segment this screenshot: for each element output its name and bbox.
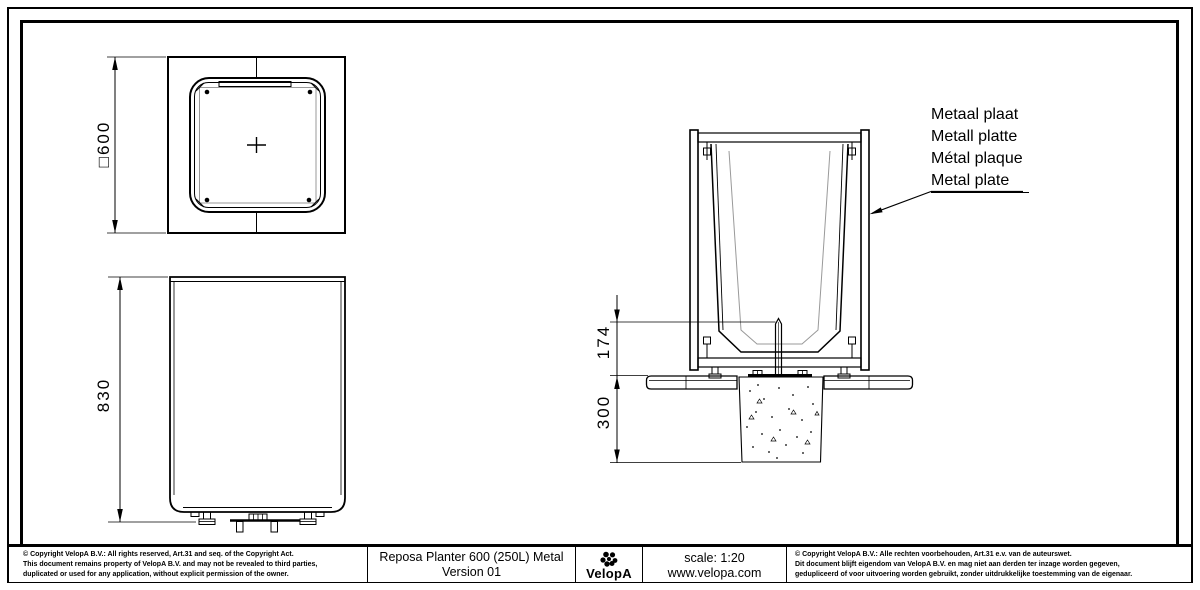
side-view-drawing (108, 276, 346, 533)
velopa-logo: VelopA (576, 547, 643, 582)
drawing-title-line1: Reposa Planter 600 (250L) Metal (379, 550, 564, 564)
copyright-notice-nl: © Copyright VelopA B.V.: Alle rechten vo… (787, 547, 1191, 582)
anchor-post (708, 317, 851, 379)
website-text: www.velopa.com (667, 566, 762, 580)
dimension-lines-174-300 (610, 295, 776, 463)
copyright-nl-line1: © Copyright VelopA B.V.: Alle rechten vo… (795, 551, 1072, 558)
concrete-speckles (746, 384, 814, 459)
copyright-notice-en: © Copyright VelopA B.V.: All rights rese… (9, 547, 368, 582)
pavement-slabs (645, 375, 914, 390)
velopa-logo-text: VelopA (586, 565, 632, 581)
planter-section-shell (689, 129, 870, 371)
metal-plate-callout: Metaal plaat Metall platte Métal plaque … (931, 104, 1030, 193)
dimension-label-depth-174: 174 (594, 324, 613, 360)
dimension-label-height-830: 830 (94, 377, 113, 413)
drawing-area-border (20, 20, 1179, 544)
dimension-line-600 (107, 56, 166, 234)
drawing-title-line2: Version 01 (441, 565, 502, 579)
dimension-label-foundation-300: 300 (594, 394, 613, 430)
title-block: © Copyright VelopA B.V.: All rights rese… (9, 544, 1191, 582)
copyright-nl-line2: Dit document blijft eigendom van VelopA … (795, 561, 1120, 568)
callout-text-fr: Métal plaque (931, 150, 1023, 167)
dimension-line-830 (108, 276, 196, 523)
planter-top-view-outline (167, 56, 346, 234)
copyright-en-line1: © Copyright VelopA B.V.: All rights rese… (23, 551, 294, 558)
concrete-aggregate (748, 398, 820, 445)
top-view-drawing (107, 56, 346, 234)
bolt-holes (204, 89, 313, 203)
callout-text-de: Metall platte (931, 128, 1018, 145)
scale-and-website: scale: 1:20 www.velopa.com (643, 547, 787, 582)
planter-inner-liner (710, 143, 849, 353)
velopa-flower-icon (600, 551, 618, 567)
copyright-en-line3: duplicated or used for any application, … (23, 571, 289, 578)
planter-side-view-outline (169, 276, 346, 533)
concrete-foundation (738, 376, 824, 463)
copyright-nl-line3: gedupliceerd of voor uitvoering worden g… (795, 571, 1133, 578)
metal-plate-leader-arrow (869, 190, 1023, 215)
drawing-title: Reposa Planter 600 (250L) Metal Version … (368, 547, 576, 582)
callout-text-nl: Metaal plaat (931, 106, 1019, 123)
callout-text-en: Metal plate (931, 170, 1030, 193)
sheet-outer-border (7, 7, 1193, 583)
scale-text: scale: 1:20 (684, 551, 745, 565)
dimension-label-width-600: □600 (94, 120, 113, 168)
copyright-en-line2: This document remains property of VelopA… (23, 561, 318, 568)
section-view-drawing (610, 129, 1023, 463)
